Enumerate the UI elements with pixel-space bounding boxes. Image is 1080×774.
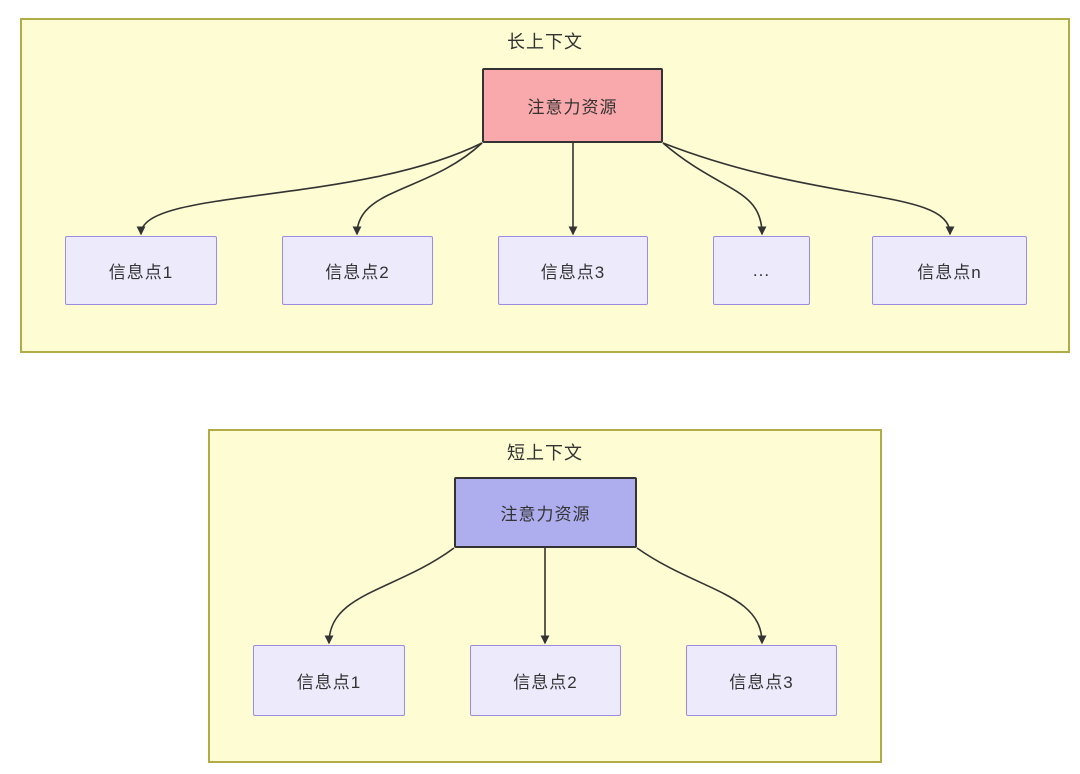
info-node-label: 信息点n — [917, 263, 982, 282]
info-node-1-long: 信息点1 — [65, 236, 217, 305]
info-node-label: 信息点2 — [513, 673, 578, 692]
attention-resource-label: 注意力资源 — [527, 98, 618, 117]
info-node-n-long: 信息点n — [872, 236, 1027, 305]
info-node-ellipsis-long: ... — [713, 236, 810, 305]
edge-attention-to-info-n — [662, 142, 955, 236]
info-node-label: ... — [752, 260, 771, 280]
info-node-1-short: 信息点1 — [253, 645, 405, 716]
info-node-label: 信息点1 — [108, 263, 174, 282]
info-node-3-long: 信息点3 — [498, 236, 648, 305]
info-node-label: 信息点1 — [296, 673, 362, 692]
info-node-label: 信息点3 — [540, 263, 606, 282]
edge-attention-to-ellipsis — [662, 142, 767, 236]
info-node-3-short: 信息点3 — [686, 645, 837, 716]
info-node-2-short: 信息点2 — [470, 645, 621, 716]
attention-resource-node-short: 注意力资源 — [454, 477, 637, 548]
edge-attention-to-info2 — [352, 142, 483, 236]
info-node-label: 信息点3 — [729, 673, 794, 692]
short-context-title: 短上下文 — [507, 443, 583, 463]
long-context-container: 长上下文 注意力资源 信息点1 信息点2 信息点3 ... — [20, 18, 1070, 353]
edge-attention-to-info1 — [324, 547, 455, 645]
info-node-label: 信息点2 — [325, 263, 390, 282]
info-node-2-long: 信息点2 — [282, 236, 433, 305]
attention-resource-label: 注意力资源 — [500, 505, 591, 524]
long-context-title: 长上下文 — [507, 32, 583, 52]
attention-resource-node-long: 注意力资源 — [482, 68, 663, 143]
short-context-container: 短上下文 注意力资源 信息点1 信息点2 信息点3 — [208, 429, 882, 763]
edge-attention-to-info1 — [136, 142, 483, 236]
edge-attention-to-info3 — [636, 547, 767, 645]
